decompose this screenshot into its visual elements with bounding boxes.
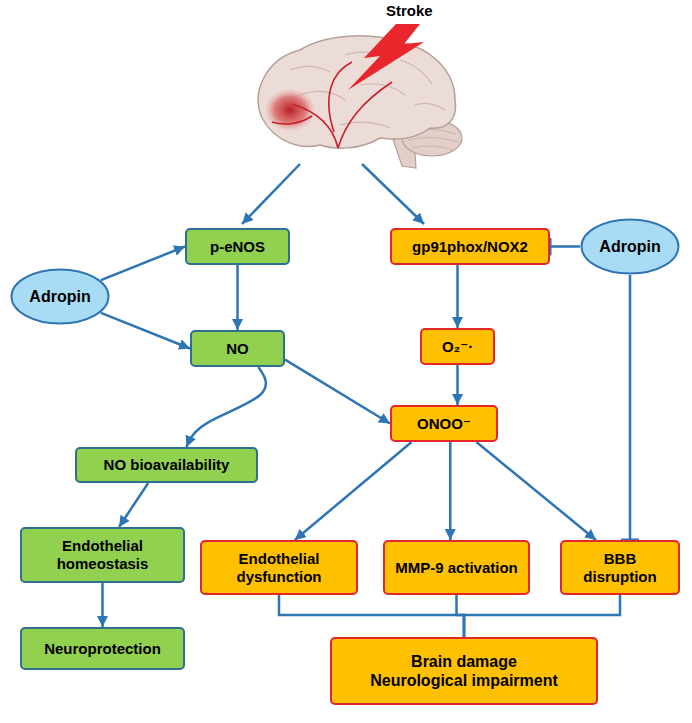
- ellipse-shape: [12, 270, 109, 324]
- process-box: NO: [190, 330, 285, 367]
- arrow-connector: [476, 442, 596, 540]
- outcome-box: NO bioavailability: [75, 447, 258, 483]
- node-text: Endothelial homeostasis: [30, 537, 175, 573]
- arrow-connector: [101, 247, 185, 281]
- agent-ellipse: Adropin: [10, 268, 110, 325]
- arrow-connector: [295, 442, 412, 540]
- arrow-connector: [119, 483, 148, 527]
- stroke-arrow: [242, 164, 300, 224]
- title-label: Stroke: [386, 2, 433, 19]
- arrow-connector: [236, 265, 239, 330]
- arrow-connector: [456, 265, 459, 328]
- node-text: Brain damage Neurological impairment: [366, 652, 563, 690]
- node-text: ONOO⁻: [417, 415, 471, 433]
- cerebral-vessels: [272, 62, 392, 148]
- outcome-box: Endothelial dysfunction: [200, 540, 358, 595]
- stroke-arrow: [362, 164, 424, 224]
- process-box: gp91phox/NOX2: [390, 228, 550, 265]
- outcome-box: Endothelial homeostasis: [20, 527, 185, 583]
- node-text: O₂⁻·: [442, 338, 473, 356]
- node-text: NO: [226, 340, 249, 358]
- node-text: BBB disruption: [570, 550, 670, 586]
- outcome-box: Brain damage Neurological impairment: [330, 637, 598, 705]
- process-box: p-eNOS: [185, 228, 290, 265]
- arrow-connector: [449, 442, 452, 540]
- arrow-connector: [101, 583, 104, 627]
- arrow-connector: [285, 360, 390, 424]
- node-text: NO bioavailability: [104, 456, 230, 474]
- node-text: Endothelial dysfunction: [210, 550, 348, 586]
- arrow-connector: [464, 595, 620, 637]
- cerebrum: [258, 36, 455, 148]
- node-text: Neuroprotection: [44, 640, 161, 658]
- inhibition-connector: [629, 275, 632, 540]
- arrow-connector: [101, 313, 190, 349]
- node-text: gp91phox/NOX2: [412, 238, 528, 256]
- agent-ellipse: Adropin: [580, 218, 680, 275]
- ellipse-shape: [582, 220, 679, 274]
- node-text: MMP-9 activation: [395, 559, 518, 577]
- arrow-connector: [279, 595, 464, 637]
- node-text: Adropin: [599, 237, 660, 256]
- node-text: p-eNOS: [210, 238, 265, 256]
- outcome-box: MMP-9 activation: [383, 540, 530, 595]
- arrow-connector: [456, 365, 459, 405]
- outcome-box: BBB disruption: [560, 540, 680, 595]
- lightning-bolt: [348, 24, 424, 90]
- node-text: Adropin: [29, 287, 90, 306]
- outcome-box: Neuroprotection: [20, 627, 185, 670]
- inhibition-connector: [550, 245, 580, 248]
- process-box: ONOO⁻: [390, 405, 498, 442]
- arrow-connector: [187, 367, 266, 447]
- process-box: O₂⁻·: [420, 328, 495, 365]
